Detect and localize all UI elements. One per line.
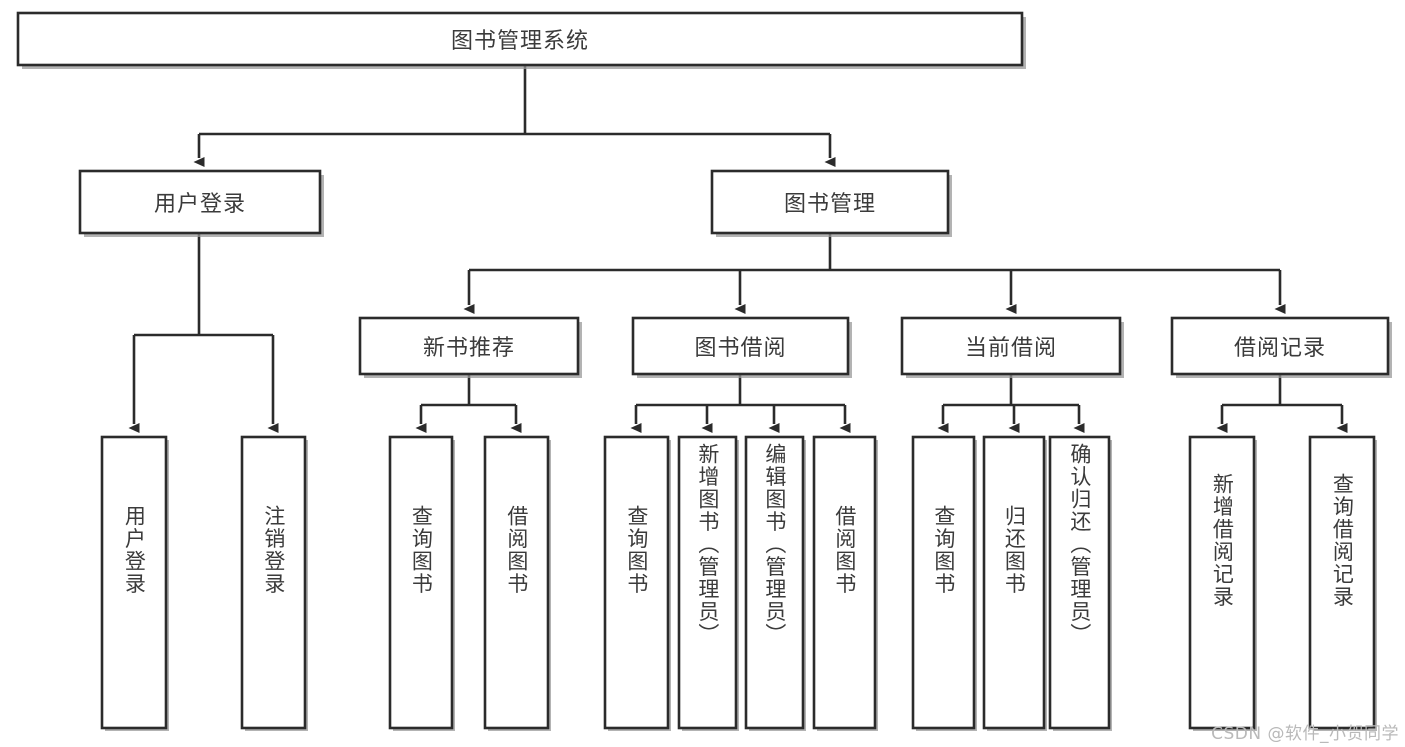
node-leaf-return-book[interactable] — [982, 435, 1046, 730]
node-leaf-confirm-return-admin[interactable] — [1048, 435, 1111, 730]
node-leaf-user-login[interactable] — [100, 435, 168, 730]
node-leaf-query-book-cb[interactable] — [911, 435, 976, 730]
node-leaf-add-borrow-record[interactable] — [1188, 435, 1256, 730]
node-new-book-recommend[interactable] — [358, 316, 580, 376]
node-leaf-borrow-book-nbr[interactable] — [483, 435, 550, 730]
node-leaf-query-book-bb[interactable] — [603, 435, 670, 730]
node-book-borrow[interactable] — [631, 316, 850, 376]
node-current-borrow[interactable] — [900, 316, 1122, 376]
node-user-login[interactable] — [78, 169, 322, 235]
node-layer — [16, 11, 1392, 731]
node-leaf-edit-book-admin[interactable] — [744, 435, 805, 730]
node-leaf-borrow-book-bb[interactable] — [812, 435, 877, 730]
node-book-management[interactable] — [710, 169, 950, 235]
node-leaf-logout[interactable] — [240, 435, 307, 730]
node-borrow-record[interactable] — [1170, 316, 1390, 376]
node-leaf-query-book-nbr[interactable] — [388, 435, 454, 730]
node-root-book-management-system[interactable] — [16, 11, 1024, 67]
node-leaf-add-book-admin[interactable] — [677, 435, 738, 730]
edge-layer — [128, 65, 1348, 433]
node-leaf-query-borrow-record[interactable] — [1308, 435, 1376, 730]
